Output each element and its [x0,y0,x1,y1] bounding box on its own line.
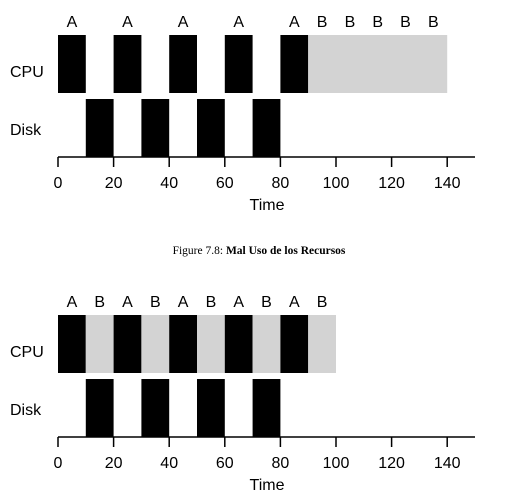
x-tick-label-0: 0 [54,455,63,472]
x-tick-label-40: 40 [160,455,178,472]
x-tick-label-140: 140 [434,455,461,472]
cpu-segment-a-0 [58,315,86,373]
job-label-3: A [233,14,244,31]
disk-segment-a-3 [252,379,281,437]
cpu-segment-a-1 [113,35,142,93]
cpu-segment-b-9 [308,315,336,373]
job-label-6: B [345,14,356,31]
cpu-segment-b-1 [85,315,114,373]
x-tick-label-80: 80 [272,175,290,192]
cpu-segment-a-8 [280,315,309,373]
disk-segment-a-0 [85,99,114,157]
cpu-segment-a-4 [280,35,309,93]
job-label-7: B [372,14,383,31]
job-label-8: A [289,294,300,311]
x-axis-title: Time [250,477,285,494]
job-label-9: B [428,14,439,31]
disk-segment-a-0 [85,379,114,437]
caption-prefix: Figure 7.8: [173,245,226,257]
cpu-segment-a-0 [58,35,86,93]
row-label-disk: Disk [10,402,42,419]
x-tick-label-120: 120 [378,455,405,472]
job-label-6: A [233,294,244,311]
job-label-2: A [122,294,133,311]
disk-segment-a-2 [197,379,225,437]
row-label-cpu: CPU [10,64,44,81]
cpu-segment-b-3 [141,315,170,373]
job-label-3: B [150,294,161,311]
x-tick-label-0: 0 [54,175,63,192]
row-label-cpu: CPU [10,344,44,361]
x-tick-label-140: 140 [434,175,461,192]
job-label-4: A [178,294,189,311]
x-tick-label-40: 40 [160,175,178,192]
x-tick-label-20: 20 [105,455,123,472]
job-label-5: B [206,294,217,311]
job-label-0: A [67,14,78,31]
job-label-7: B [261,294,272,311]
job-label-8: B [400,14,411,31]
x-tick-label-100: 100 [323,175,350,192]
cpu-segment-b-7 [252,315,281,373]
job-label-0: A [67,294,78,311]
x-tick-label-60: 60 [216,175,234,192]
cpu-segment-b-5 [197,315,225,373]
x-tick-label-80: 80 [272,455,290,472]
disk-segment-a-1 [141,99,170,157]
figure-caption: Figure 7.8: Mal Uso de los Recursos [173,245,346,257]
job-label-4: A [289,14,300,31]
x-tick-label-100: 100 [323,455,350,472]
job-label-5: B [317,14,328,31]
x-tick-label-20: 20 [105,175,123,192]
job-label-1: B [94,294,105,311]
cpu-segment-a-4 [169,315,197,373]
job-label-2: A [178,14,189,31]
cpu-segment-b-5 [308,35,448,93]
x-tick-label-120: 120 [378,175,405,192]
x-axis-title: Time [250,197,285,214]
cpu-segment-a-2 [113,315,142,373]
caption-title: Mal Uso de los Recursos [226,245,346,257]
disk-segment-a-2 [197,99,225,157]
disk-segment-a-1 [141,379,170,437]
job-label-9: B [317,294,328,311]
job-label-1: A [122,14,133,31]
disk-segment-a-3 [252,99,281,157]
cpu-segment-a-2 [169,35,197,93]
x-tick-label-60: 60 [216,455,234,472]
cpu-segment-a-6 [224,315,253,373]
row-label-disk: Disk [10,122,42,139]
cpu-segment-a-3 [224,35,253,93]
